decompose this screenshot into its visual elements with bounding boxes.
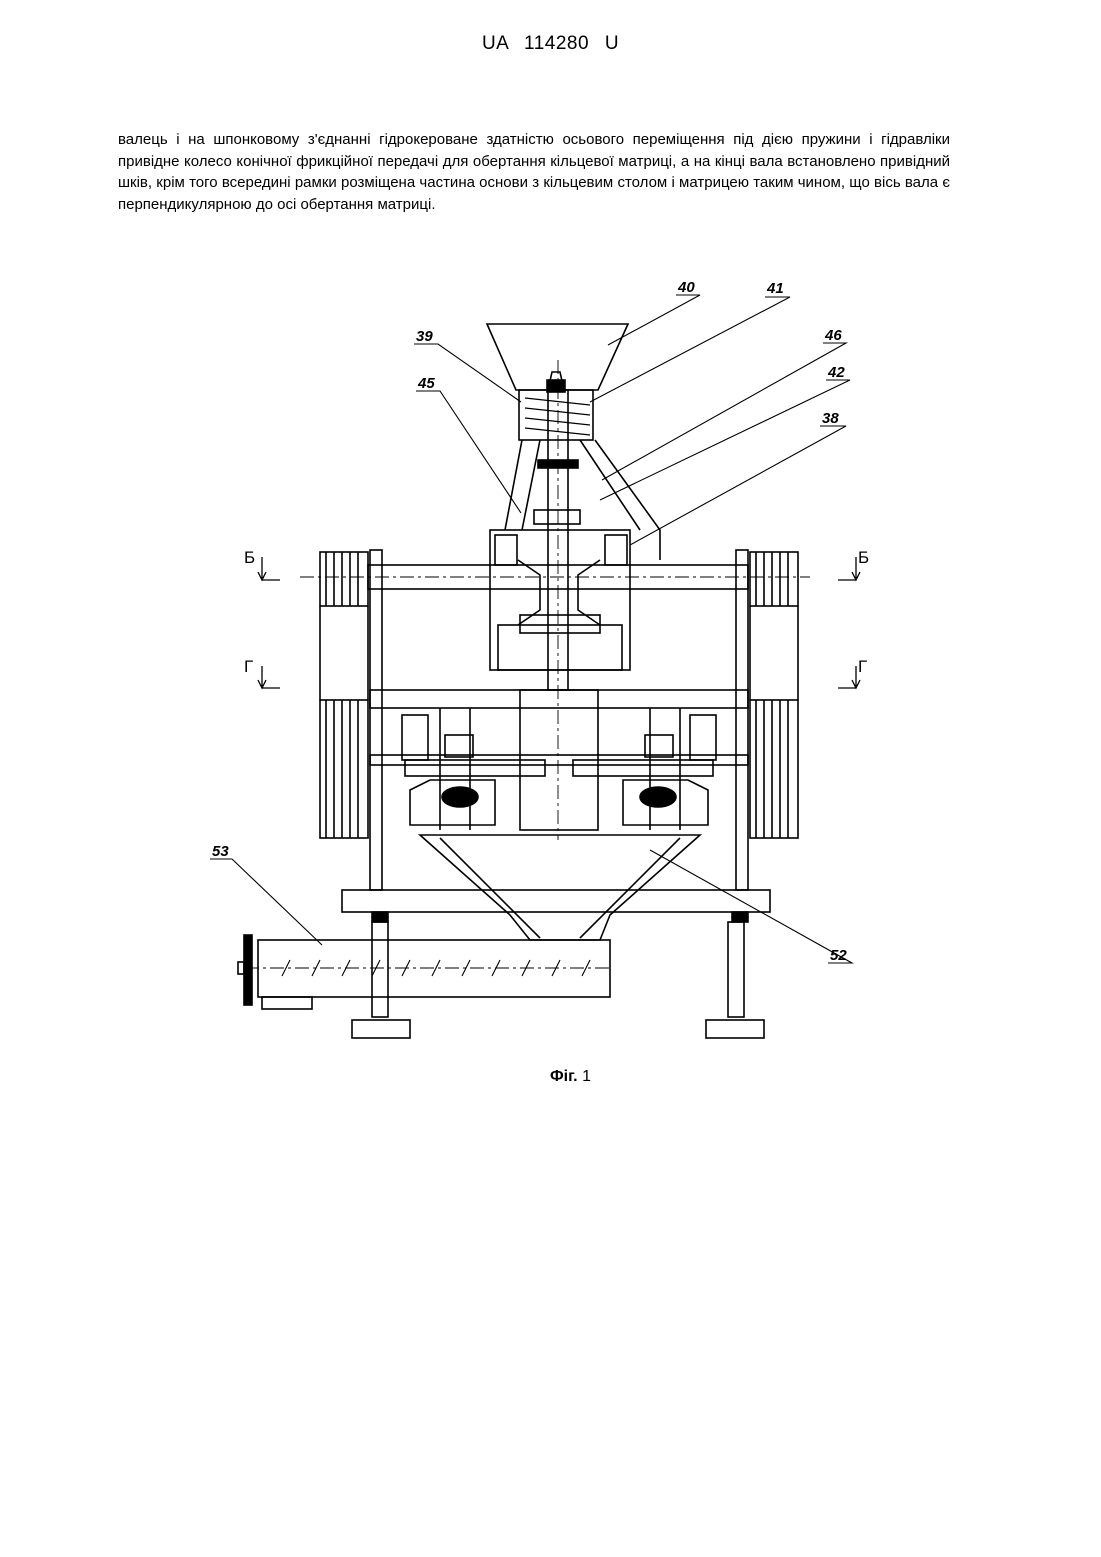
screw-conveyor (238, 935, 612, 1009)
base-plate (342, 890, 770, 922)
figure-caption: Фіг. 1 (550, 1068, 591, 1086)
section-b-right: Б (858, 548, 869, 567)
label-42: 42 (827, 364, 845, 381)
figure-caption-number: 1 (582, 1068, 591, 1085)
section-g-right: Г (858, 657, 867, 676)
technical-drawing: 40 41 46 42 38 39 45 53 52 Б Б Г Г (0, 0, 1101, 1100)
label-52: 52 (830, 947, 847, 964)
label-45: 45 (417, 375, 435, 392)
frame (370, 550, 748, 890)
hopper-supports (505, 440, 660, 560)
label-38: 38 (822, 410, 839, 427)
label-53: 53 (212, 843, 229, 860)
figure-caption-label: Фіг. (550, 1068, 578, 1085)
right-pulleys (750, 552, 798, 838)
hopper (487, 324, 628, 440)
horizontal-shaft (300, 565, 810, 589)
gearbox (490, 530, 630, 670)
left-pulleys (320, 552, 368, 838)
label-39: 39 (416, 328, 433, 345)
discharge-cone (420, 835, 700, 940)
section-g-left: Г (244, 657, 253, 676)
label-46: 46 (824, 327, 842, 344)
label-41: 41 (766, 280, 784, 297)
leader-lines (210, 295, 852, 963)
label-40: 40 (677, 279, 695, 296)
section-b-left: Б (244, 548, 255, 567)
ring-table (402, 715, 716, 825)
